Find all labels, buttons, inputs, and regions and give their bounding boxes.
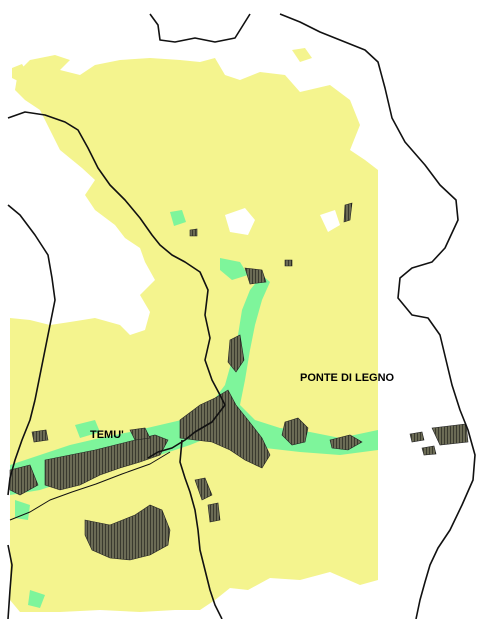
land-zone-nw-lobe <box>98 145 125 168</box>
green-zone-layer <box>10 210 378 608</box>
green-patch-temu <box>75 420 100 438</box>
place-label-ponte-di-legno: PONTE DI LEGNO <box>300 372 395 384</box>
urban-ridge-1 <box>227 334 245 373</box>
clearing-1 <box>225 208 255 235</box>
urban-ridge-2 <box>244 267 267 285</box>
green-patch-sw <box>15 500 30 520</box>
urban-south-valley <box>84 504 171 561</box>
urban-south-1 <box>194 477 213 501</box>
urban-north-1 <box>343 202 353 223</box>
urban-mid-north <box>284 259 293 267</box>
urban-mid-west <box>129 427 151 441</box>
urban-far-west <box>31 429 49 443</box>
boundary-southwest <box>7 544 13 619</box>
green-patch-north <box>170 210 186 226</box>
boundary-west-upper <box>7 204 56 401</box>
boundary-north <box>149 13 251 43</box>
urban-north-2 <box>189 228 198 237</box>
land-zone-main <box>10 55 378 612</box>
urban-ponte <box>281 417 309 446</box>
green-patch-south <box>28 590 45 608</box>
urban-east-2 <box>431 423 469 446</box>
urban-east-1 <box>329 434 363 451</box>
boundary-west-lower <box>7 399 36 496</box>
boundary-valley-road <box>9 451 171 521</box>
land-zone-nw-patch <box>12 64 28 82</box>
urban-west <box>9 464 39 496</box>
urban-east-3 <box>409 431 425 443</box>
urban-south-2 <box>207 502 221 523</box>
place-label-temu: TEMU' <box>90 429 124 441</box>
green-valley-band <box>10 275 378 495</box>
boundary-east <box>279 13 476 619</box>
green-patch-ridge <box>220 258 248 280</box>
boundary-layer <box>7 13 476 619</box>
urban-temu <box>44 434 169 491</box>
land-zone-layer <box>10 48 378 612</box>
boundary-central <box>7 111 226 459</box>
boundary-south <box>179 439 223 619</box>
clearing-2 <box>320 210 340 232</box>
urban-layer <box>9 202 469 561</box>
urban-east-4 <box>421 445 437 456</box>
land-zone-north-patch <box>292 48 312 62</box>
